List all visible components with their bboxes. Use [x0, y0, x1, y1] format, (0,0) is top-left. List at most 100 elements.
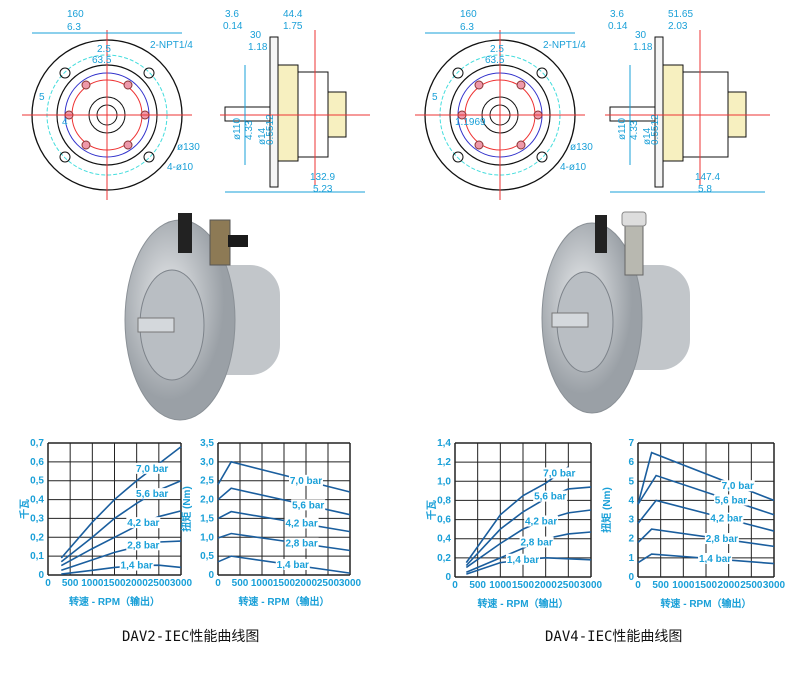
- y-tick-label: 4: [628, 495, 634, 506]
- x-tick-label: 1000: [81, 578, 104, 589]
- x-tick-label: 0: [452, 580, 458, 591]
- shaft-dia-mm: ø14: [257, 127, 268, 145]
- mount-holes-spec: 4-ø10: [167, 162, 194, 173]
- length-in: 5.8: [698, 184, 712, 195]
- y-tick-label: 0,6: [30, 457, 44, 468]
- product-photo-dav4: [541, 211, 690, 414]
- y-tick-label: 0,7: [30, 438, 44, 449]
- series-label: 7,0 bar: [290, 476, 322, 487]
- y-tick-label: 5: [628, 476, 634, 487]
- y-tick-label: 0,4: [437, 534, 451, 545]
- y-tick-label: 0: [445, 572, 451, 583]
- dim-d1-in: 0.14: [608, 21, 628, 32]
- y-tick-label: 0,5: [30, 476, 44, 487]
- y-tick-label: 0,1: [30, 551, 44, 562]
- x-tick-label: 0: [635, 580, 641, 591]
- port-spec: 2-NPT1/4: [150, 40, 193, 51]
- y-tick-label: 7: [628, 438, 634, 449]
- dim-d2-in: 2.03: [668, 21, 688, 32]
- shaft-dia-in: 0.5512: [650, 114, 661, 145]
- y-tick-label: 1,2: [437, 457, 451, 468]
- mount-hole-icon: [143, 151, 155, 163]
- series-label: 7,0 bar: [543, 468, 575, 479]
- series-line: [637, 553, 775, 565]
- series-line: [60, 510, 182, 567]
- y-tick-label: 0: [38, 570, 44, 581]
- series-label: 5,6 bar: [292, 500, 324, 511]
- x-tick-label: 2500: [740, 580, 763, 591]
- flange-width-in: 6.3: [460, 22, 474, 33]
- mount-hole-icon: [452, 151, 464, 163]
- mount-hole-icon: [59, 151, 71, 163]
- y-tick-label: 0,2: [30, 532, 44, 543]
- series-label: 4,2 bar: [127, 518, 159, 529]
- series-label: 1,4 bar: [121, 561, 153, 572]
- series-label: 2,8 bar: [127, 540, 159, 551]
- dim-d3-in: 1.18: [248, 42, 268, 53]
- x-tick-label: 2500: [557, 580, 580, 591]
- caption-dav4: DAV4-IEC性能曲线图: [545, 629, 683, 645]
- dim-d2-in: 1.75: [283, 21, 303, 32]
- series-label: 5,6 bar: [136, 489, 168, 500]
- pilot-diameter: ø130: [570, 142, 593, 153]
- y-tick-label: 1: [628, 553, 634, 564]
- flange-width-mm: 160: [460, 9, 477, 20]
- y-axis-label: 千瓦: [18, 499, 31, 519]
- series-line: [60, 446, 182, 559]
- x-tick-label: 1500: [695, 580, 718, 591]
- series-label: 5,6 bar: [715, 495, 747, 506]
- y-tick-label: 2: [628, 534, 634, 545]
- drawing-dav2: 1606.32.563.52-NPT1/45ø1304-ø103.60.1444…: [22, 9, 370, 200]
- x-tick-label: 3000: [170, 578, 193, 589]
- dim-4: 4: [62, 117, 68, 128]
- mount-hole-icon: [536, 67, 548, 79]
- x-tick-label: 500: [62, 578, 79, 589]
- flange-width-in: 6.3: [67, 22, 81, 33]
- y-axis-label: 扭矩 (Nm): [600, 487, 613, 533]
- x-tick-label: 0: [45, 578, 51, 589]
- y-tick-label: 1,0: [200, 532, 214, 543]
- dim-d1-mm: 3.6: [610, 9, 624, 20]
- mount-hole-icon: [452, 67, 464, 79]
- x-tick-label: 3000: [339, 578, 362, 589]
- x-tick-label: 2000: [535, 580, 558, 591]
- y-axis-label: 千瓦: [425, 500, 438, 520]
- y-tick-label: 0,4: [30, 495, 44, 506]
- series-label: 2,8 bar: [706, 534, 738, 545]
- x-tick-label: 3000: [580, 580, 603, 591]
- x-tick-label: 1000: [489, 580, 512, 591]
- dim-d1-in: 0.14: [223, 21, 243, 32]
- pilot-diameter: ø130: [177, 142, 200, 153]
- body-dia-mm: ø110: [232, 118, 243, 140]
- y-tick-label: 3,5: [200, 438, 214, 449]
- x-axis-label: 转速 - RPM（输出）: [660, 597, 751, 610]
- shaft-dia-mm: ø14: [642, 127, 653, 145]
- pcd-mm: 63.5: [92, 55, 112, 66]
- dim-d3-mm: 30: [250, 30, 262, 41]
- x-tick-label: 1000: [251, 578, 274, 589]
- series-line: [61, 540, 182, 572]
- mount-hole-icon: [536, 151, 548, 163]
- y-tick-label: 0,6: [437, 515, 451, 526]
- y-tick-label: 3,0: [200, 457, 214, 468]
- x-tick-label: 1500: [103, 578, 126, 589]
- series-label: 1,4 bar: [507, 555, 539, 566]
- series-line: [217, 555, 351, 574]
- body-dia-mm: ø110: [617, 118, 628, 140]
- body-dia-in: 4.33: [629, 120, 640, 140]
- series-label: 4,2 bar: [710, 514, 742, 525]
- x-tick-label: 1500: [512, 580, 535, 591]
- x-tick-label: 500: [652, 580, 669, 591]
- series-line: [465, 486, 592, 567]
- length-mm: 147.4: [695, 172, 720, 183]
- dim-d3-in: 1.18: [633, 42, 653, 53]
- x-axis-label: 转速 - RPM（输出）: [69, 595, 160, 608]
- x-tick-label: 1500: [273, 578, 296, 589]
- x-tick-label: 3000: [763, 580, 786, 591]
- x-tick-label: 2000: [718, 580, 741, 591]
- length-mm: 132.9: [310, 172, 335, 183]
